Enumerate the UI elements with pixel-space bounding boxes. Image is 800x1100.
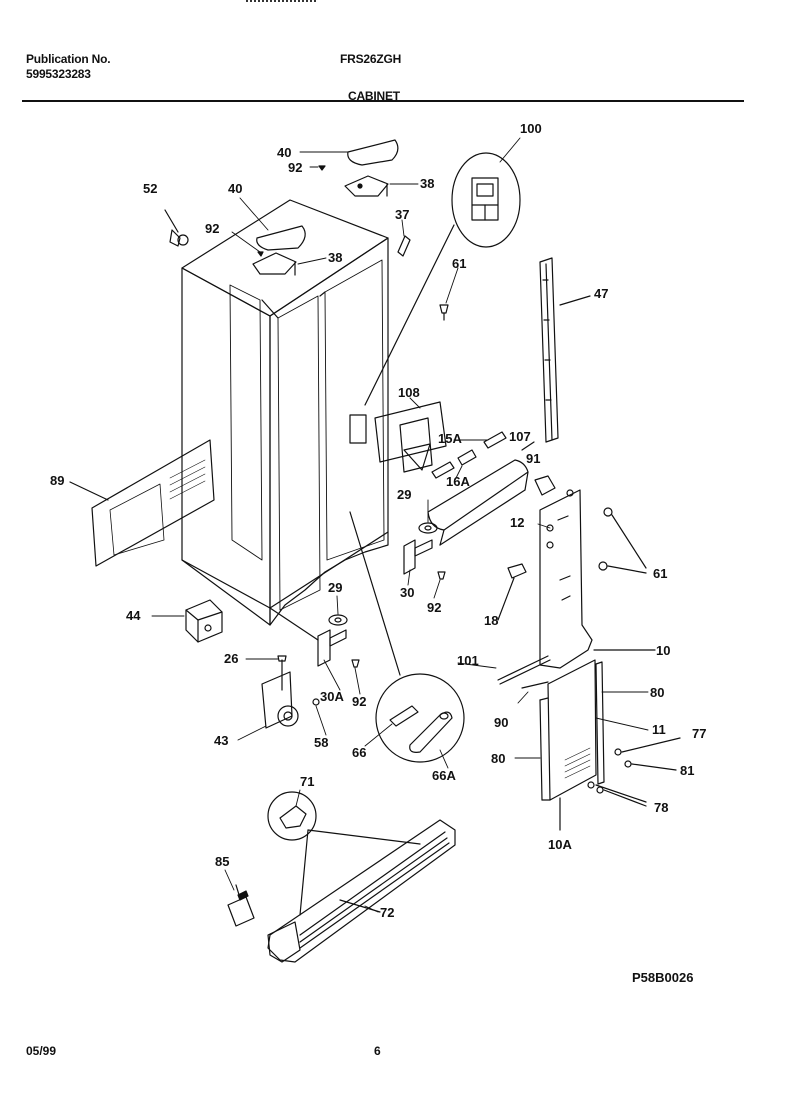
upper-hinge-assembly <box>164 139 449 321</box>
callout-12: 12 <box>510 515 524 530</box>
callout-10: 10 <box>656 643 670 658</box>
callout-92: 92 <box>288 160 302 175</box>
dispenser-parts <box>349 401 556 546</box>
callout-44: 44 <box>126 608 141 623</box>
callout-30: 30 <box>400 585 414 600</box>
callout-37: 37 <box>395 207 409 222</box>
callout-52: 52 <box>143 181 157 196</box>
callout-85: 85 <box>215 854 229 869</box>
callout-66: 66 <box>352 745 366 760</box>
callout-80-right: 80 <box>650 685 664 700</box>
callout-labels: 100 40 92 38 52 40 92 38 37 61 47 108 15… <box>50 121 706 920</box>
footer-date: 05/99 <box>26 1044 57 1058</box>
callout-77: 77 <box>692 726 706 741</box>
callout-15a: 15A <box>438 431 462 446</box>
callout-92-mid: 92 <box>427 600 441 615</box>
callout-40: 40 <box>277 145 291 160</box>
callout-30a: 30A <box>320 689 344 704</box>
callout-92-lower: 92 <box>205 221 219 236</box>
part-85 <box>227 884 255 927</box>
callout-81: 81 <box>680 763 694 778</box>
callout-10a: 10A <box>548 837 572 852</box>
callout-91: 91 <box>526 451 540 466</box>
callout-108: 108 <box>398 385 420 400</box>
callout-107: 107 <box>509 429 531 444</box>
part-72-grille <box>267 819 456 963</box>
callout-58: 58 <box>314 735 328 750</box>
callout-40-lower: 40 <box>228 181 242 196</box>
top-crop-mark <box>246 0 316 4</box>
callout-38-lower: 38 <box>328 250 342 265</box>
callout-101: 101 <box>457 653 479 668</box>
callout-47: 47 <box>594 286 608 301</box>
part-10a-panel <box>497 655 605 831</box>
part-47-rail <box>539 257 591 443</box>
callout-100: 100 <box>520 121 542 136</box>
part-89-panel <box>69 439 215 567</box>
callout-61-right: 61 <box>653 566 667 581</box>
callout-16a: 16A <box>446 474 470 489</box>
callout-71: 71 <box>300 774 314 789</box>
callout-29: 29 <box>397 487 411 502</box>
section-title: CABINET <box>348 89 400 103</box>
callout-72: 72 <box>380 905 394 920</box>
detail-100 <box>364 152 521 406</box>
header-rule <box>22 100 744 102</box>
callout-18: 18 <box>484 613 498 628</box>
callout-80-left: 80 <box>491 751 505 766</box>
page-number: 6 <box>374 1044 381 1058</box>
callout-11: 11 <box>652 722 666 737</box>
callout-43: 43 <box>214 733 228 748</box>
callout-78: 78 <box>654 800 668 815</box>
part-10-panel <box>539 489 656 669</box>
callout-61: 61 <box>452 256 466 271</box>
publication-number: 5995323283 <box>26 67 91 81</box>
detail-66 <box>349 511 465 763</box>
callout-38: 38 <box>420 176 434 191</box>
callout-90: 90 <box>494 715 508 730</box>
callout-26: 26 <box>224 651 238 666</box>
drawing-code: P58B0026 <box>632 970 694 985</box>
part-43-roller-assembly <box>261 655 320 729</box>
callout-92-lowest: 92 <box>352 694 366 709</box>
callout-29-lower: 29 <box>328 580 342 595</box>
callout-66a: 66A <box>432 768 456 783</box>
cabinet-body <box>181 199 389 626</box>
part-44 <box>185 599 223 643</box>
right-fasteners <box>497 507 681 807</box>
model-number: FRS26ZGH <box>340 52 402 66</box>
callout-89: 89 <box>50 473 64 488</box>
lower-hinge-parts <box>269 522 446 668</box>
leader-lines <box>151 137 649 913</box>
publication-label: Publication No. <box>26 52 111 66</box>
detail-71 <box>267 791 421 916</box>
